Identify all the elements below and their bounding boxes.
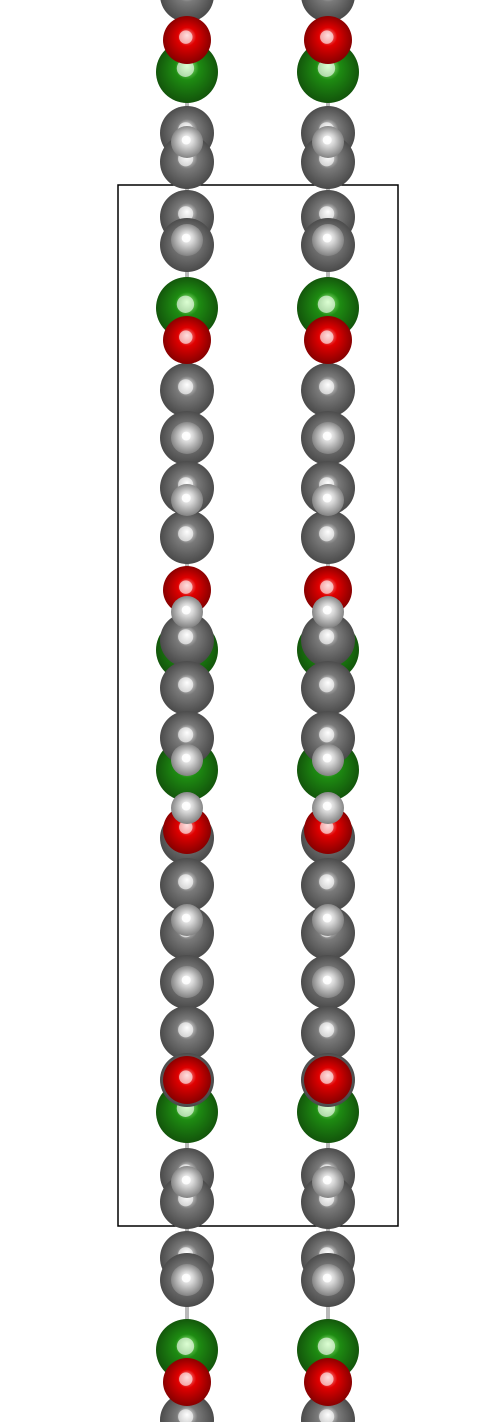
atom-highlight [179, 30, 193, 44]
atom-highlight [319, 206, 335, 222]
atom-highlight [181, 431, 191, 441]
atom-highlight [181, 1273, 191, 1283]
atom-highlight [322, 431, 332, 441]
atom-highlight [317, 1337, 336, 1355]
atom-highlight [322, 493, 332, 503]
atom-highlight [319, 677, 335, 693]
atom-spheres [156, 0, 359, 1422]
atom-highlight [322, 605, 332, 615]
atom-highlight [320, 1070, 334, 1084]
atom-highlight [319, 379, 335, 395]
atom-highlight [319, 1022, 335, 1038]
atom-highlight [179, 580, 193, 594]
atom-highlight [176, 295, 195, 313]
atom-highlight [179, 1372, 193, 1386]
atom-highlight [322, 233, 332, 243]
atom-highlight [322, 753, 332, 763]
atom-highlight [319, 1409, 335, 1422]
atom-highlight [178, 526, 194, 542]
atom-highlight [178, 1409, 194, 1422]
atom-highlight [181, 135, 191, 145]
atom-highlight [320, 580, 334, 594]
atom-highlight [322, 801, 332, 811]
atom-highlight [178, 727, 194, 743]
atom-highlight [320, 30, 334, 44]
atom-highlight [181, 1175, 191, 1185]
atom-highlight [181, 493, 191, 503]
atom-highlight [181, 753, 191, 763]
atom-highlight [320, 330, 334, 344]
atom-highlight [178, 1022, 194, 1038]
atom-highlight [319, 727, 335, 743]
atom-highlight [179, 330, 193, 344]
atom-highlight [181, 605, 191, 615]
atom-highlight [181, 913, 191, 923]
atom-highlight [322, 1175, 332, 1185]
atom-highlight [322, 1273, 332, 1283]
atom-highlight [178, 629, 194, 645]
atom-highlight [319, 874, 335, 890]
atom-highlight [178, 677, 194, 693]
atom-highlight [322, 135, 332, 145]
atom-highlight [322, 975, 332, 985]
atom-c-col2 [301, 0, 355, 22]
atom-highlight [178, 206, 194, 222]
atom-highlight [178, 874, 194, 890]
atom-highlight [322, 913, 332, 923]
atom-highlight [319, 629, 335, 645]
atom-highlight [317, 295, 336, 313]
atom-highlight [176, 59, 195, 77]
atom-highlight [178, 379, 194, 395]
unit-cell-outline [117, 184, 399, 1227]
atom-highlight [176, 1337, 195, 1355]
atom-c-col1 [160, 0, 214, 22]
atom-highlight [319, 526, 335, 542]
atom-highlight [181, 975, 191, 985]
atom-highlight [179, 1070, 193, 1084]
atom-highlight [181, 801, 191, 811]
atom-highlight [317, 59, 336, 77]
atom-highlight [181, 233, 191, 243]
atom-highlight [320, 1372, 334, 1386]
